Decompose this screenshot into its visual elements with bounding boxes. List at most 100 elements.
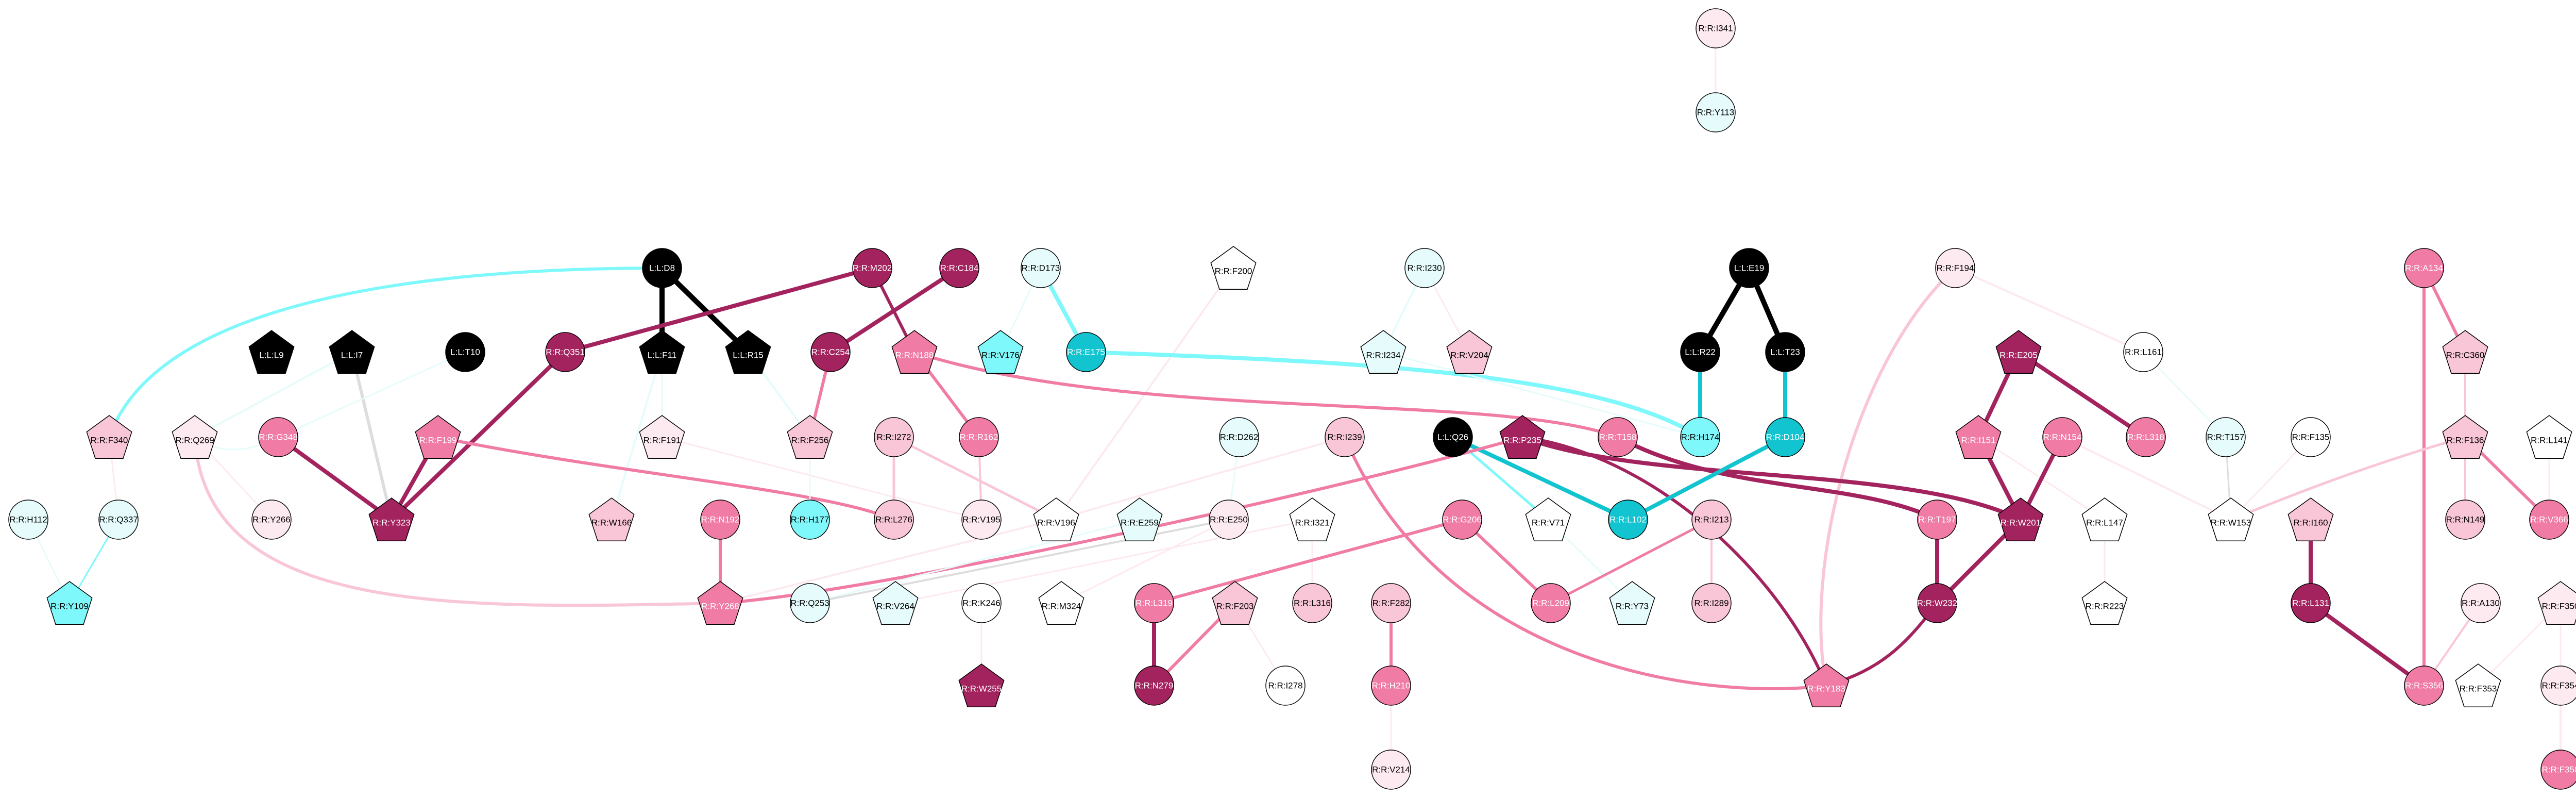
node-r-r-r223[interactable]: R:R:R223 xyxy=(2081,581,2128,625)
node-l-l-d8[interactable]: L:L:D8 xyxy=(642,248,682,288)
node-l-l-t23[interactable]: L:L:T23 xyxy=(1765,332,1805,372)
node-r-r-y323[interactable]: R:R:Y323 xyxy=(368,497,415,541)
node-r-r-e175[interactable]: R:R:E175 xyxy=(1066,332,1106,372)
node-r-r-t158[interactable]: R:R:T158 xyxy=(1598,417,1638,457)
node-l-l-f11[interactable]: L:L:F11 xyxy=(639,330,685,374)
node-r-r-v264[interactable]: R:R:V264 xyxy=(872,581,919,625)
node-r-r-v366[interactable]: R:R:V366 xyxy=(2529,500,2569,540)
node-r-r-q337[interactable]: R:R:Q337 xyxy=(98,500,139,540)
node-r-r-n149[interactable]: R:R:N149 xyxy=(2445,500,2485,540)
node-r-r-r162[interactable]: R:R:R162 xyxy=(959,417,999,457)
node-r-r-a130[interactable]: R:R:A130 xyxy=(2461,583,2501,623)
node-r-r-f136[interactable]: R:R:F136 xyxy=(2442,415,2488,459)
node-r-r-v71[interactable]: R:R:V71 xyxy=(1525,497,1571,541)
node-r-r-y73[interactable]: R:R:Y73 xyxy=(1609,581,1655,625)
node-r-r-f199[interactable]: R:R:F199 xyxy=(415,415,461,459)
node-r-r-w255[interactable]: R:R:W255 xyxy=(958,663,1005,707)
node-r-r-g206[interactable]: R:R:G206 xyxy=(1442,500,1482,540)
node-r-r-w201[interactable]: R:R:W201 xyxy=(1997,497,2044,541)
node-l-l-t10[interactable]: L:L:T10 xyxy=(445,332,485,372)
node-r-r-i289[interactable]: R:R:I289 xyxy=(1691,583,1732,623)
node-r-r-v204[interactable]: R:R:V204 xyxy=(1446,330,1493,374)
node-r-r-p235[interactable]: R:R:P235 xyxy=(1499,415,1546,459)
node-r-r-l141[interactable]: R:R:L141 xyxy=(2526,415,2572,459)
node-r-r-f282[interactable]: R:R:F282 xyxy=(1371,583,1411,623)
node-r-r-v195[interactable]: R:R:V195 xyxy=(961,500,1002,540)
node-r-r-l161[interactable]: R:R:L161 xyxy=(2123,332,2163,372)
node-r-r-i151[interactable]: R:R:I151 xyxy=(1955,415,2002,459)
node-r-r-i234[interactable]: R:R:I234 xyxy=(1360,330,1406,374)
node-r-r-f256[interactable]: R:R:F256 xyxy=(787,415,833,459)
node-r-r-h112[interactable]: R:R:H112 xyxy=(8,500,48,540)
node-r-r-i321[interactable]: R:R:I321 xyxy=(1289,497,1335,541)
node-r-r-h174[interactable]: R:R:H174 xyxy=(1680,417,1720,457)
node-r-r-y268[interactable]: R:R:Y268 xyxy=(697,581,743,625)
node-r-r-a134[interactable]: R:R:A134 xyxy=(2404,248,2444,288)
node-r-r-f358[interactable]: R:R:F358 xyxy=(2540,750,2576,790)
node-r-r-i278[interactable]: R:R:I278 xyxy=(1265,666,1306,706)
node-r-r-v214[interactable]: R:R:V214 xyxy=(1371,750,1411,790)
node-r-r-g348[interactable]: R:R:G348 xyxy=(258,417,298,457)
node-r-r-l276[interactable]: R:R:L276 xyxy=(874,500,914,540)
node-r-r-f340[interactable]: R:R:F340 xyxy=(86,415,132,459)
node-r-r-l147[interactable]: R:R:L147 xyxy=(2081,497,2128,541)
node-r-r-d173[interactable]: R:R:D173 xyxy=(1021,248,1061,288)
node-r-r-e259[interactable]: R:R:E259 xyxy=(1116,497,1163,541)
node-r-r-f194[interactable]: R:R:F194 xyxy=(1935,248,1975,288)
node-l-l-r22[interactable]: L:L:R22 xyxy=(1680,332,1720,372)
node-r-r-w153[interactable]: R:R:W153 xyxy=(2208,497,2254,541)
node-r-r-n279[interactable]: R:R:N279 xyxy=(1134,666,1174,706)
node-r-r-c360[interactable]: R:R:C360 xyxy=(2442,330,2488,374)
node-l-l-r15[interactable]: L:L:R15 xyxy=(725,330,771,374)
node-r-r-q351[interactable]: R:R:Q351 xyxy=(545,332,585,372)
node-r-r-w166[interactable]: R:R:W166 xyxy=(588,497,635,541)
node-r-r-l318[interactable]: R:R:L318 xyxy=(2126,417,2166,457)
node-r-r-y109[interactable]: R:R:Y109 xyxy=(46,581,93,625)
node-r-r-w232[interactable]: R:R:W232 xyxy=(1917,583,1957,623)
node-r-r-f353[interactable]: R:R:F353 xyxy=(2455,663,2501,707)
node-r-r-l316[interactable]: R:R:L316 xyxy=(1292,583,1332,623)
node-r-r-v176[interactable]: R:R:V176 xyxy=(977,330,1024,374)
node-r-r-y266[interactable]: R:R:Y266 xyxy=(251,500,292,540)
node-r-r-f350[interactable]: R:R:F350 xyxy=(2537,581,2576,625)
node-r-r-n192[interactable]: R:R:N192 xyxy=(700,500,740,540)
node-r-r-i213[interactable]: R:R:I213 xyxy=(1691,500,1732,540)
node-r-r-f203[interactable]: R:R:F203 xyxy=(1212,581,1258,625)
node-r-r-n188[interactable]: R:R:N188 xyxy=(891,330,938,374)
node-l-l-i7[interactable]: L:L:I7 xyxy=(329,330,375,374)
node-r-r-d262[interactable]: R:R:D262 xyxy=(1219,417,1259,457)
node-r-r-n154[interactable]: R:R:N154 xyxy=(2042,417,2082,457)
node-r-r-h210[interactable]: R:R:H210 xyxy=(1371,666,1411,706)
node-r-r-i160[interactable]: R:R:I160 xyxy=(2287,497,2334,541)
node-r-r-q253[interactable]: R:R:Q253 xyxy=(790,583,830,623)
node-r-r-t197[interactable]: R:R:T197 xyxy=(1917,500,1957,540)
node-r-r-t157[interactable]: R:R:T157 xyxy=(2206,417,2246,457)
node-r-r-i272[interactable]: R:R:I272 xyxy=(874,417,914,457)
node-l-l-e19[interactable]: L:L:E19 xyxy=(1729,248,1769,288)
node-r-r-v196[interactable]: R:R:V196 xyxy=(1033,497,1079,541)
node-r-r-i230[interactable]: R:R:I230 xyxy=(1404,248,1445,288)
node-r-r-q269[interactable]: R:R:Q269 xyxy=(172,415,218,459)
node-r-r-l102[interactable]: R:R:L102 xyxy=(1608,500,1648,540)
node-r-r-y113[interactable]: R:R:Y113 xyxy=(1696,92,1736,132)
node-r-r-i239[interactable]: R:R:I239 xyxy=(1325,417,1365,457)
node-r-r-y183[interactable]: R:R:Y183 xyxy=(1803,663,1850,707)
node-r-r-h177[interactable]: R:R:H177 xyxy=(790,500,830,540)
node-r-r-f191[interactable]: R:R:F191 xyxy=(639,415,685,459)
node-r-r-i341[interactable]: R:R:I341 xyxy=(1696,8,1736,48)
node-r-r-k246[interactable]: R:R:K246 xyxy=(961,583,1002,623)
node-r-r-l319[interactable]: R:R:L319 xyxy=(1134,583,1174,623)
node-r-r-d104[interactable]: R:R:D104 xyxy=(1765,417,1805,457)
node-r-r-f200[interactable]: R:R:F200 xyxy=(1210,246,1257,290)
node-l-l-l9[interactable]: L:L:L9 xyxy=(248,330,295,374)
node-r-r-e205[interactable]: R:R:E205 xyxy=(1995,330,2042,374)
node-r-r-c184[interactable]: R:R:C184 xyxy=(939,248,979,288)
node-r-r-e250[interactable]: R:R:E250 xyxy=(1209,500,1249,540)
node-r-r-c254[interactable]: R:R:C254 xyxy=(810,332,851,372)
node-r-r-s356[interactable]: R:R:S356 xyxy=(2404,666,2444,706)
node-r-r-f354[interactable]: R:R:F354 xyxy=(2540,666,2576,706)
node-r-r-m324[interactable]: R:R:M324 xyxy=(1038,581,1084,625)
node-r-r-m202[interactable]: R:R:M202 xyxy=(852,248,892,288)
node-r-r-l209[interactable]: R:R:L209 xyxy=(1531,583,1571,623)
node-r-r-l131[interactable]: R:R:L131 xyxy=(2291,583,2331,623)
